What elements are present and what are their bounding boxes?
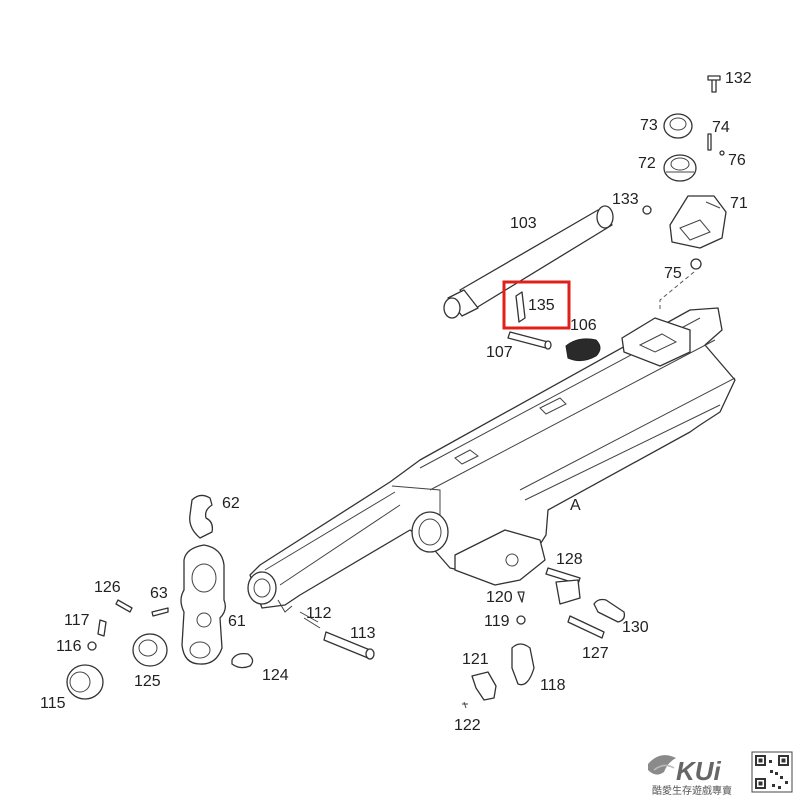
brand-name: KUi [676,756,722,786]
label-76: 76 [728,152,746,169]
label-115: 115 [40,695,66,712]
label-73: 73 [640,117,658,134]
label-113: 113 [350,625,376,642]
part-103-tube [443,205,614,319]
label-121: 121 [462,651,489,668]
label-117: 117 [64,612,90,629]
label-128: 128 [556,551,583,568]
kui-logo-icon [648,755,676,775]
label-106: 106 [570,317,597,334]
part-106-pad [565,338,601,362]
part-labels: 132 73 74 76 72 133 71 103 75 135 106 10… [40,70,752,734]
label-127: 127 [582,645,609,662]
highlight-box-135 [502,280,571,330]
label-71: 71 [730,195,748,212]
label-61: 61 [228,613,246,630]
label-133: 133 [612,191,639,208]
label-122: 122 [454,717,481,734]
label-112: 112 [306,605,332,622]
label-130: 130 [622,619,649,636]
rear-sight-group [642,75,727,310]
part-107-rod [507,331,552,350]
label-118: 118 [540,677,566,694]
label-125: 125 [134,673,161,690]
label-135: 135 [528,297,555,314]
parts-112-113 [299,611,375,660]
receiver-housing [247,307,736,613]
label-116: 116 [56,638,82,655]
label-107: 107 [486,344,513,361]
label-126: 126 [94,579,121,596]
label-A: A [570,497,581,514]
label-63: 63 [150,585,168,602]
label-103: 103 [510,215,537,232]
lower-small-parts [462,567,626,709]
label-75: 75 [664,265,682,282]
label-119: 119 [484,613,510,630]
label-62: 62 [222,495,240,512]
watermark: KUi 酷愛生存遊戲專賣 [648,751,793,797]
label-132: 132 [725,70,752,87]
label-124: 124 [262,667,289,684]
brand-tagline: 酷愛生存遊戲專賣 [652,784,732,797]
qr-code-icon [751,751,793,793]
label-120: 120 [486,589,513,606]
label-74: 74 [712,119,730,136]
part-135-pin [515,291,526,323]
label-72: 72 [638,155,656,172]
front-sight-group [66,494,254,700]
